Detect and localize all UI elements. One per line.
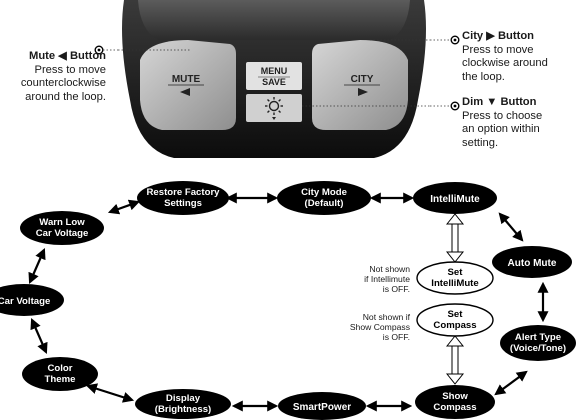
note-line: Not shown [369,264,410,274]
node-label: Restore Factory [146,187,220,198]
node-label: Compass [433,402,476,413]
left-arrow-icon [180,88,190,96]
city-callout-desc-line: clockwise around [462,57,548,69]
arrow-warnlow-carvoltage [28,247,46,285]
node-car-voltage: Car Voltage [0,284,64,316]
dim-callout-title-text: Dim [462,96,484,108]
mute-callout-desc-line: counterclockwise [20,77,106,89]
option-arrows [445,213,465,385]
node-label: City Mode [301,187,347,198]
note-compass-hidden: Not shown if Show Compass is OFF. [316,312,410,342]
node-label: Auto Mute [508,258,557,269]
node-label: IntelliMute [430,194,480,205]
left-arrow-icon: ◀ [58,50,67,62]
node-label: Theme [45,374,76,385]
node-label: Car Voltage [36,228,89,239]
city-key-label: CITY [351,74,374,85]
dim-callout-desc-line: setting. [462,136,499,149]
node-label: (Voice/Tone) [510,343,566,354]
node-set-compass: Set Compass [416,303,494,337]
node-display-brightness: Display (Brightness) [135,389,231,419]
node-smartpower: SmartPower [278,392,366,420]
node-label: (Default) [305,198,344,209]
menu-loop-diagram: Restore Factory Settings City Mode (Defa… [0,181,576,420]
node-city-mode: City Mode (Default) [277,181,371,215]
arrow-alerttype-showcompass [494,370,528,396]
node-label: Show [442,391,468,402]
note-line: Not shown if [362,312,410,322]
node-label: IntelliMute [431,278,478,289]
leader-dots [94,35,460,111]
node-alert-type: Alert Type (Voice/Tone) [500,325,576,361]
node-label: Set [448,267,464,278]
node-label: Compass [433,320,476,331]
mute-callout-title-text: Mute [29,50,56,62]
node-set-intellimute: Set IntelliMute [416,261,494,295]
node-show-compass: Show Compass [415,385,495,419]
loop-arrows [28,192,549,412]
dim-callout-desc-line: an option within [462,123,540,135]
city-callout-title: City ▶ Button [450,30,570,44]
node-label: Car Voltage [0,296,50,307]
node-label: Display [166,393,201,404]
node-auto-mute: Auto Mute [492,246,572,278]
sun-icon [265,97,283,115]
mute-callout-desc-line: Press to move [34,63,106,76]
mute-key-label: MUTE [172,74,201,85]
node-color-theme: Color Theme [22,357,98,391]
city-callout-title-text: City [462,30,484,42]
dim-button-callout: Dim ▼ Button Press to choose an option w… [450,96,570,150]
note-line: is OFF. [382,332,410,342]
node-label: Color [47,363,72,374]
node-label: SmartPower [293,402,351,413]
mute-callout-title-suffix: Button [69,50,106,62]
city-button-callout: City ▶ Button Press to move clockwise ar… [450,30,570,84]
node-label: (Brightness) [155,404,212,415]
dim-callout-title: Dim ▼ Button [450,96,570,110]
mute-button-callout: Mute ◀ Button Press to move counterclock… [6,50,106,104]
note-line: if Intellimute [364,274,410,284]
note-intellimute-hidden: Not shown if Intellimute is OFF. [320,264,410,294]
dim-callout-desc-line: Press to choose [462,109,543,122]
right-arrow-icon [358,88,368,96]
mute-callout-title: Mute ◀ Button [6,50,106,64]
note-line: Show Compass [349,322,410,332]
dim-callout-title-suffix: Button [500,96,537,108]
city-callout-title-suffix: Button [497,30,535,42]
node-label: Warn Low [39,217,85,228]
node-warn-low-car-voltage: Warn Low Car Voltage [20,211,104,245]
down-arrow-icon: ▼ [486,96,498,108]
node-label: Alert Type [515,332,561,343]
menu-save-key[interactable] [246,62,302,90]
mute-callout-desc-line: around the loop. [25,90,106,103]
dim-key[interactable] [246,94,302,122]
arrow-restore-warnlow [107,199,141,215]
node-label: Settings [164,198,202,209]
right-arrow-icon: ▶ [486,30,495,42]
arrow-carvoltage-colortheme [30,317,48,355]
menu-key-label: MENU [261,66,288,76]
down-arrow-icon [272,117,276,120]
city-callout-desc-line: the loop. [462,70,505,83]
save-key-label: SAVE [262,77,286,87]
node-label: Set [448,309,464,320]
arrow-intellimute-automute [498,212,524,242]
city-callout-desc-line: Press to move [462,43,534,56]
node-restore-factory-settings: Restore Factory Settings [137,181,229,215]
note-line: is OFF. [382,284,410,294]
node-intellimute: IntelliMute [413,182,497,214]
arrow-colortheme-display [85,383,135,403]
detector-device-image: MUTE CITY MENU SAVE [118,0,430,158]
